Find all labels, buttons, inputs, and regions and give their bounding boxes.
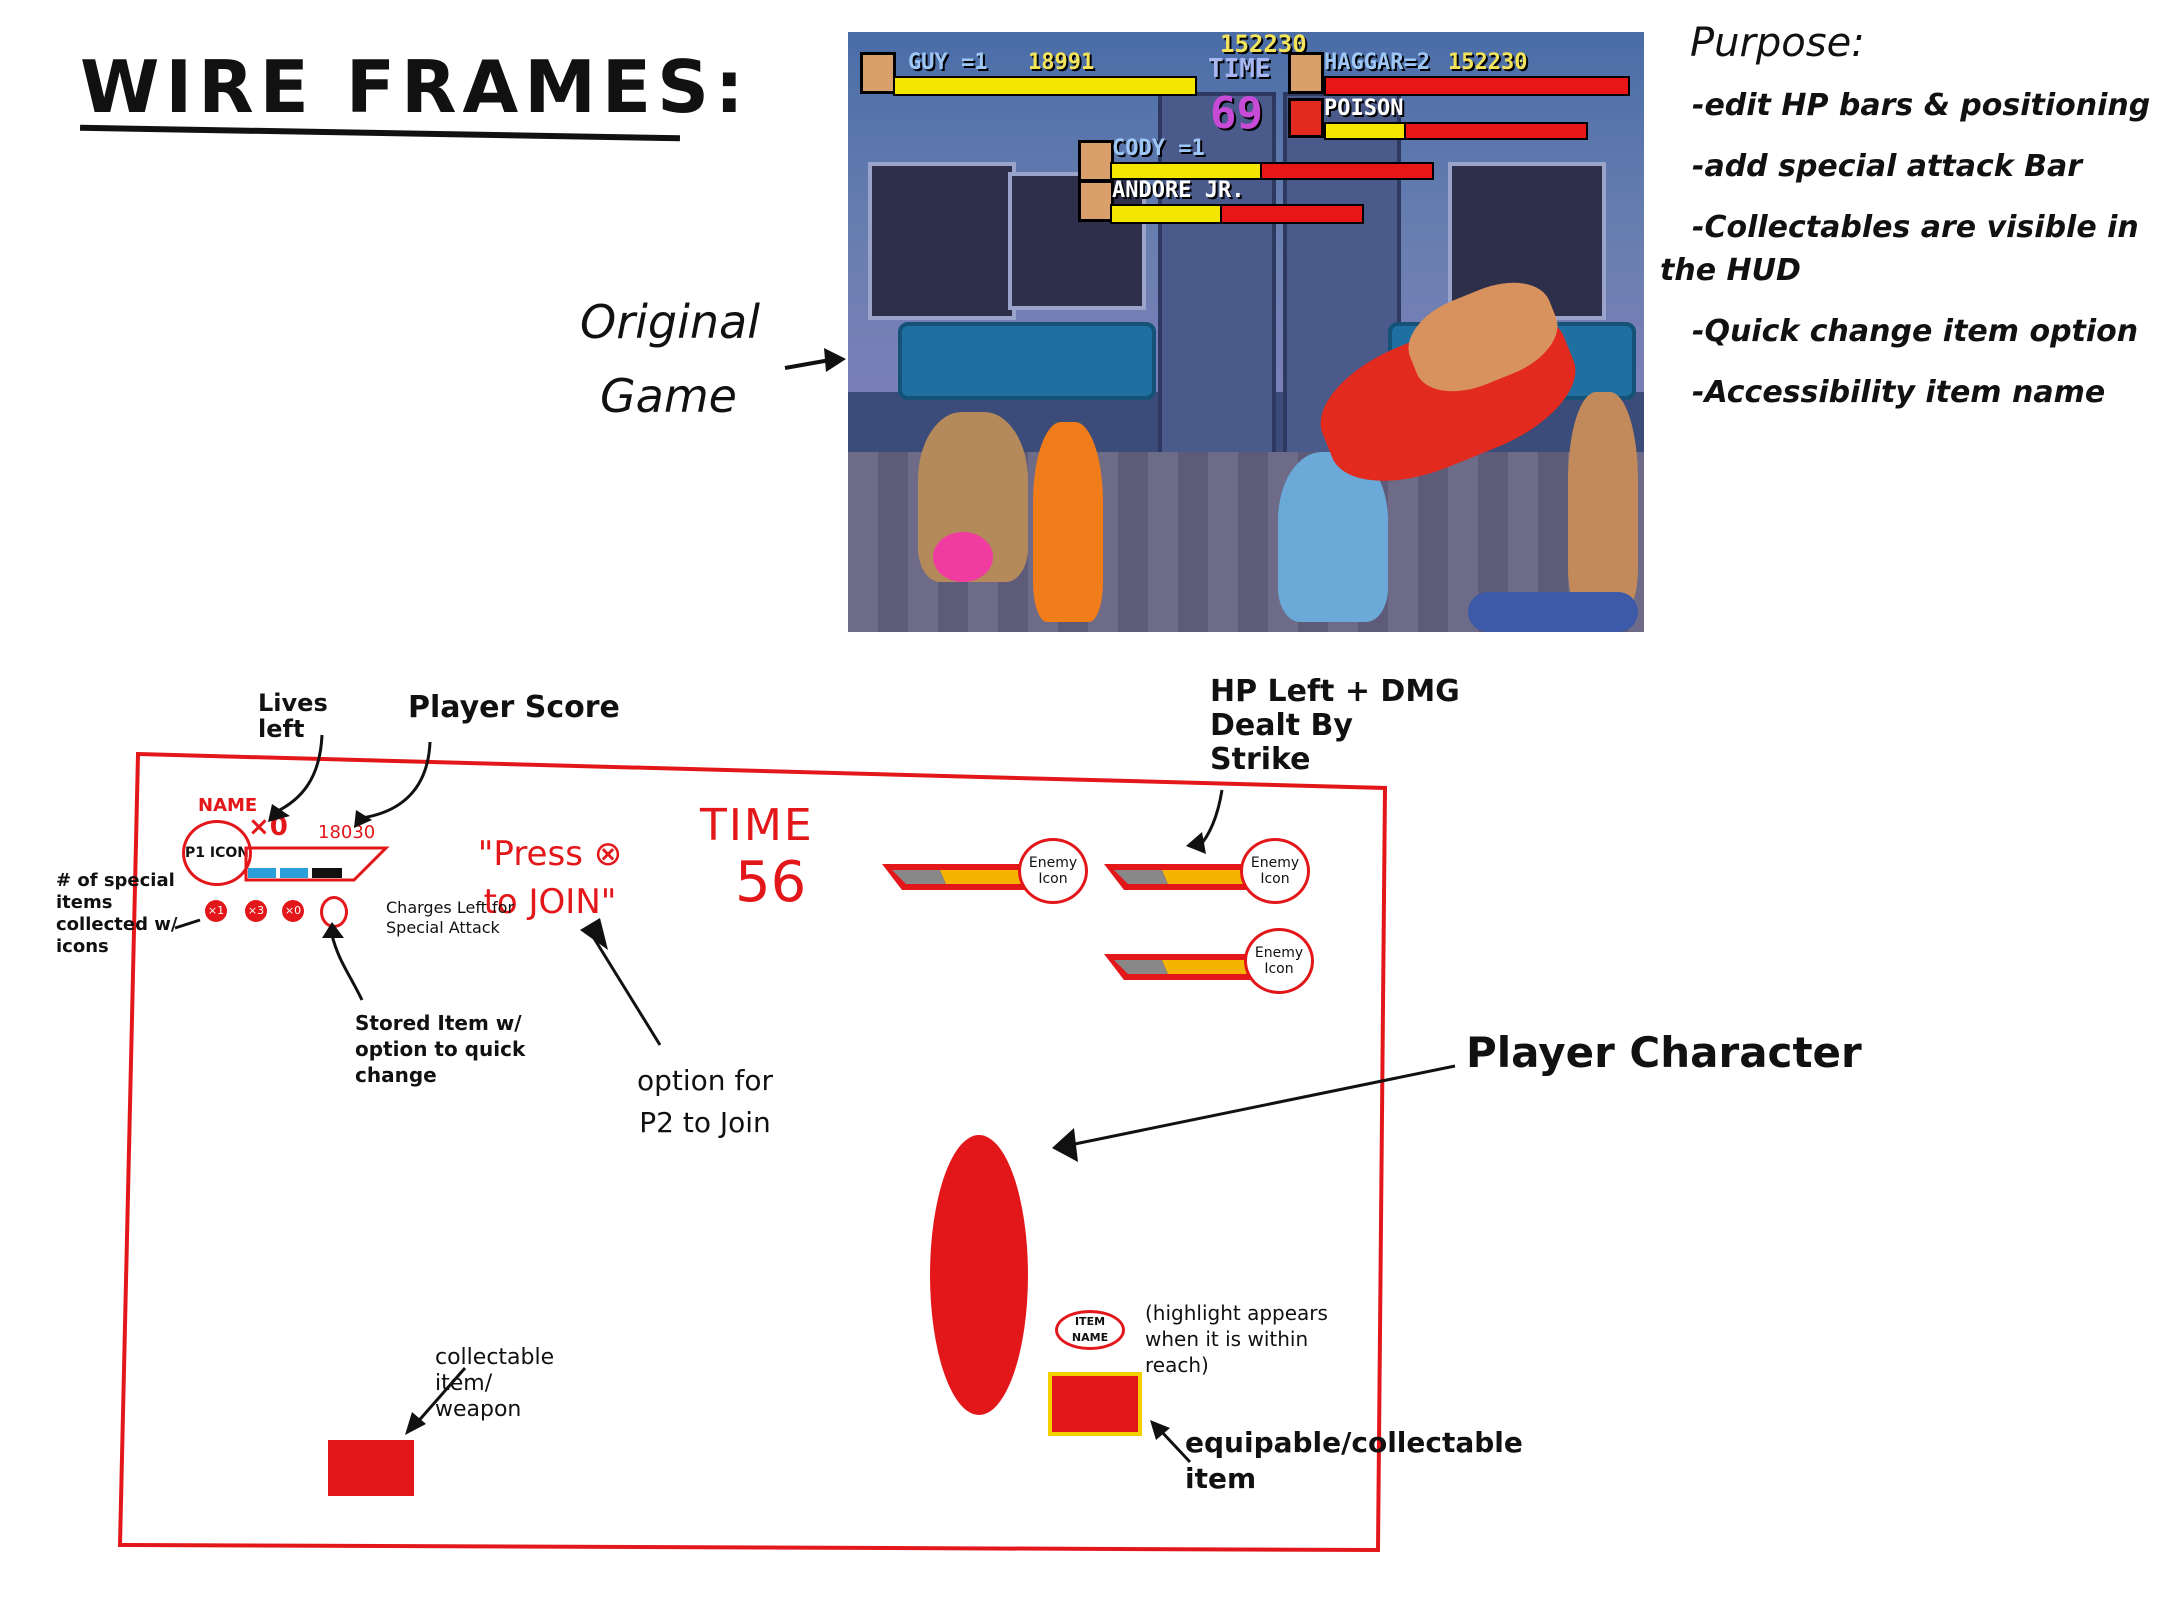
arrow-special (174, 918, 201, 930)
note-charges: Charges Left for Special Attack (386, 898, 515, 937)
arrow-head-equipable (1150, 1420, 1170, 1440)
wf-equipable-item (1048, 1372, 1142, 1436)
game-cody-hp-red (1260, 162, 1434, 180)
game-p2-name: HAGGAR=2 (1324, 50, 1430, 75)
wf-special-item-3: ×0 (282, 900, 304, 922)
arrow-score (361, 741, 432, 820)
wf-name-label: NAME (198, 795, 258, 816)
purpose-heading: Purpose: (1690, 20, 1865, 66)
wf-p1-icon: P1 ICON (182, 820, 252, 886)
note-hp-left: HP Left + DMG Dealt By Strike (1210, 674, 1460, 777)
game-p2-hp (1324, 76, 1630, 96)
arrow-head-score (354, 810, 372, 828)
wf-time-value: 56 (735, 850, 807, 915)
wf-collectable-item (328, 1440, 414, 1496)
game-enemy1-name: POISON (1324, 96, 1404, 121)
purpose-item-3: -Collectables are visible in (1692, 210, 2139, 245)
arrow-equipable (1158, 1428, 1192, 1464)
game-p1-name: GUY =1 (908, 50, 988, 75)
fighter-orange (1033, 422, 1103, 622)
arrow-head-player (1052, 1128, 1078, 1162)
game-p2-score: 152230 (1448, 50, 1528, 75)
wf-press-join: "Press ⊗ to JOIN" (477, 834, 623, 922)
wf-item-name-bubble: ITEM NAME (1055, 1310, 1125, 1350)
wf-enemy-bar-3 (1104, 954, 1252, 980)
original-label: Original Game (580, 285, 760, 433)
fighter-right (1568, 392, 1638, 612)
game-time-value: 69 (1210, 88, 1263, 139)
note-special-items: # of special items collected w/ icons (56, 870, 178, 957)
arrow-head-p2 (580, 918, 608, 950)
wf-enemy-icon-3: Enemy Icon (1244, 928, 1314, 994)
page-title: WIRE FRAMES: (80, 45, 750, 129)
note-player-score: Player Score (408, 690, 620, 725)
wf-player-character (930, 1135, 1028, 1415)
fighter-lying (1468, 592, 1638, 632)
wf-enemy-icon-1: Enemy Icon (1018, 838, 1088, 904)
wf-special-item-1: ×1 (205, 900, 227, 922)
game-cody-label: CODY =1 (1112, 136, 1205, 161)
wf-enemy-bar-2 (1104, 864, 1252, 890)
original-arrow (784, 348, 846, 372)
game-enemy2-name: ANDORE JR. (1112, 178, 1245, 203)
train-window-left (868, 162, 1016, 320)
arrow-head-stored (322, 922, 344, 938)
arrow-head-hp (1186, 832, 1206, 854)
purpose-item-4: the HUD (1660, 253, 1801, 288)
game-enemy2-hp-red (1220, 204, 1364, 224)
wf-special-item-2: ×3 (245, 900, 267, 922)
note-stored-item: Stored Item w/ option to quick change (355, 1011, 526, 1087)
fighter-pink-hair-head (933, 532, 993, 582)
train-seat-left (898, 322, 1156, 400)
arrow-p2-join (590, 934, 662, 1046)
game-p1-hp (893, 76, 1197, 96)
arrow-player-char (1069, 1064, 1456, 1147)
game-p2-face (1288, 52, 1324, 94)
note-collectable: collectable item/ weapon (435, 1345, 555, 1422)
original-game-screenshot: 152230 GUY =1 18991 TIME 69 HAGGAR=2 152… (848, 32, 1644, 632)
game-enemy2-face (1078, 180, 1114, 222)
purpose-notes: Purpose: -edit HP bars & positioning -ad… (1660, 20, 2151, 410)
purpose-item-1: -edit HP bars & positioning (1692, 88, 2151, 123)
original-label-line2: Game (600, 369, 737, 423)
game-p1-score: 18991 (1028, 50, 1095, 75)
note-p2-join: option for P2 to Join (637, 1064, 773, 1139)
note-lives-left: Lives left (258, 689, 328, 743)
note-highlight: (highlight appears when it is within rea… (1145, 1301, 1328, 1377)
original-label-line1: Original (580, 295, 761, 349)
wf-score: 18030 (318, 822, 376, 843)
game-p1-face (860, 52, 896, 94)
purpose-item-6: -Accessibility item name (1692, 375, 2106, 410)
train-window-mid (1008, 172, 1146, 310)
arrow-lives (275, 734, 324, 814)
wf-enemy-icon-2: Enemy Icon (1240, 838, 1310, 904)
purpose-item-2: -add special attack Bar (1692, 149, 2083, 184)
arrow-stored (330, 934, 364, 1001)
purpose-item-5: -Quick change item option (1692, 314, 2139, 349)
train-door (1158, 92, 1276, 480)
wf-enemy-bar-1 (882, 864, 1030, 890)
game-enemy1-hp-red (1404, 122, 1588, 140)
game-time-label: TIME (1208, 54, 1271, 84)
arrow-head-lives (268, 804, 290, 822)
wf-time-label: TIME (700, 800, 814, 851)
wf-p1-hp-bar (244, 846, 390, 882)
arrow-collectable (413, 1367, 467, 1426)
game-enemy1-face (1288, 98, 1324, 138)
arrow-head-collectable (405, 1412, 426, 1435)
